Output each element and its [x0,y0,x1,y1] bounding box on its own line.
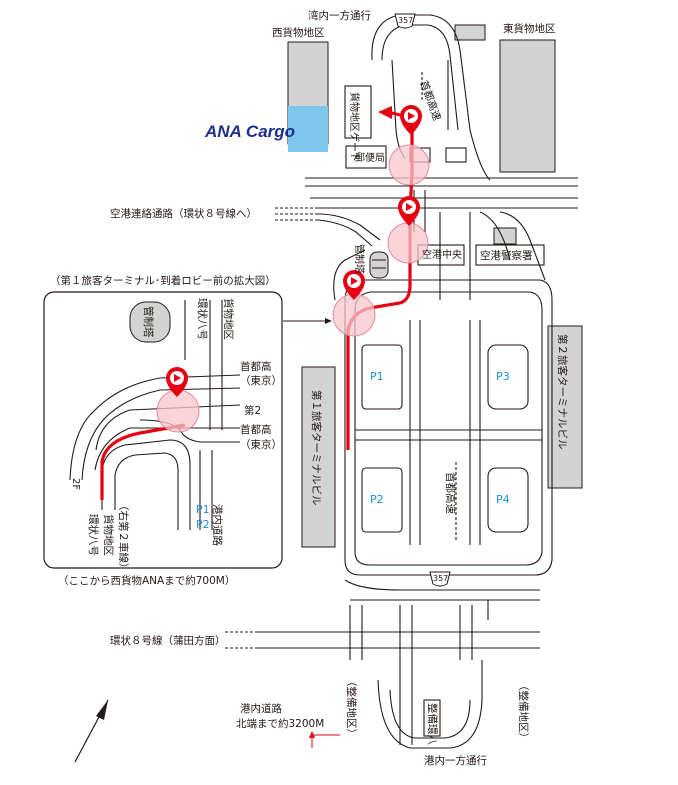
inset-pin-marker [166,367,188,397]
label-konai-ippo: 港内一方通行 [424,754,487,767]
label-seibi-kan: 整備環八 [426,703,439,745]
label-inset-2f: 2F [70,478,81,490]
label-inset-kamotsu-top: 貨物地区 [222,298,235,340]
pin-marker-1 [400,105,422,135]
label-inset-kamotsu-bottom: 貨物地区 [102,514,115,556]
label-kuko-chuo: 空港中央 [422,248,462,261]
highlight-circle-1 [388,144,430,186]
label-kamotsu-gate: 貨物地区ゲート [348,92,361,162]
label-inset-shuto1: 首都高 [240,360,272,373]
inset-parking-p1: P1 [196,503,210,516]
label-inset-kanjo8-bottom: 環状八号 [87,514,100,556]
label-inset-kanseito: 管制塔 [142,306,155,338]
label-inset-migi2: （右第２車線） [117,500,130,574]
route-357-shield-top [394,13,416,29]
gate-device-2 [445,147,467,163]
label-kansei-to: 管制塔 [353,244,366,274]
police-box [475,244,545,266]
label-higashi-kamotsu: 東貨物地区 [503,22,556,35]
small-building [454,24,486,41]
police-building [493,227,517,245]
label-wangai: 湾内一方通行 [308,9,371,22]
label-inset-kanjo8-top: 環状八号 [196,298,209,340]
pin-marker-3 [343,270,365,300]
label-inset-tokyo1: （東京） [240,374,282,387]
parking-p3: P3 [496,370,510,383]
terminal2-building [547,325,583,489]
parking-p2: P2 [370,493,384,506]
label-route357-mid: 357 [433,574,448,583]
control-tower-main [369,251,389,279]
inset-control-tower [129,301,171,343]
label-konai-north: 港内道路 [240,702,282,715]
inset-roads [69,300,241,530]
label-konai-north2: 北端まで約3200M [236,717,324,730]
post-office-box [345,145,387,169]
label-inset-shuto2: 首都高 [240,423,272,436]
parking-p4: P4 [496,493,510,506]
pin-marker-2 [398,196,420,226]
label-yubinkyoku: 郵便局 [355,151,385,164]
ana-cargo-box [288,106,328,152]
label-kuko-keisatsu: 空港警察署 [480,249,533,262]
inset-highlight-circle [156,389,200,433]
label-inset-note: （ここから西貨物ANAまで約700M） [58,574,235,587]
label-inset-title: （第１旅客ターミナル･到着ロビー前の拡大図） [50,274,276,287]
east-cargo-building [499,39,556,173]
label-route357-top: 357 [398,16,413,25]
label-inset-tokyo2: （東京） [240,438,282,451]
label-seibi-right: （整備地区） [517,680,530,743]
inset-red-route [100,423,186,500]
terminal1-building [301,366,336,548]
label-terminal2: 第２旅客ターミナルビル [556,334,569,450]
inset-parking-p2: P2 [196,518,210,531]
cargo-gate-box [344,85,372,139]
label-terminal1: 第１旅客ターミナルビル [310,390,323,506]
highlight-circle-3 [332,293,376,337]
label-shuto-kosoku-mid: 首都高速 [444,472,457,514]
label-seibi-left: （整備地区） [345,676,358,739]
parking-p1: P1 [370,370,384,383]
label-inset-konai: 港内道路 [211,504,224,546]
route-357-shield-mid [429,571,451,587]
label-kanjo8-kamata: 環状８号線（蒲田方面） [110,634,226,647]
label-inset-dai2: 第2 [244,404,261,417]
seibi-kan-box [423,699,441,737]
ana-cargo-logo: ANA Cargo [204,122,295,141]
konai-red-arrow [311,734,340,748]
label-kuko-renraku: 空港連絡通路（環状８号線へ） [110,207,257,220]
north-arrow [74,699,109,763]
label-nishi-kamotsu: 西貨物地区 [272,26,325,39]
